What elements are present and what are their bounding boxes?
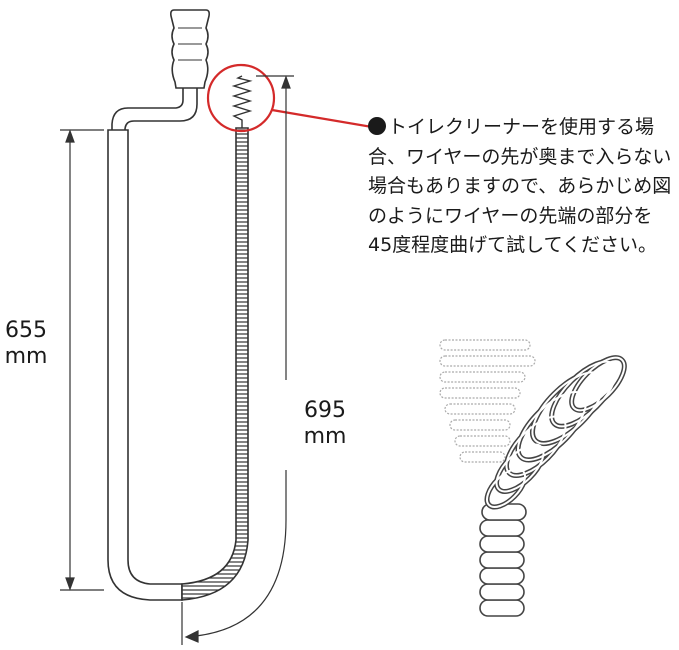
bullet-icon (368, 117, 386, 135)
dimension-right-value: 695 (304, 398, 346, 423)
outer-tube (107, 129, 183, 601)
spring-tip (231, 75, 253, 128)
dimension-left-unit: mm (4, 344, 48, 369)
handle-grip (170, 9, 210, 89)
dimension-right (181, 75, 294, 645)
dimension-right-label: 695 mm (294, 398, 356, 450)
highlight-marker (206, 63, 373, 133)
usage-note-text: トイレクリーナーを使用する場合、ワイヤーの先が奥まで入らない場合もありますので、… (368, 116, 672, 256)
dimension-left-label: 655 mm (0, 318, 52, 370)
crank-rod (111, 88, 198, 131)
wire-coil (181, 127, 249, 601)
spring-detail (439, 339, 627, 617)
usage-note: トイレクリーナーを使用する場合、ワイヤーの先が奥まで入らない場合もありますので、… (368, 113, 673, 261)
dimension-left (60, 129, 104, 591)
dimension-left-value: 655 (5, 318, 47, 343)
dimension-right-unit: mm (303, 424, 347, 449)
